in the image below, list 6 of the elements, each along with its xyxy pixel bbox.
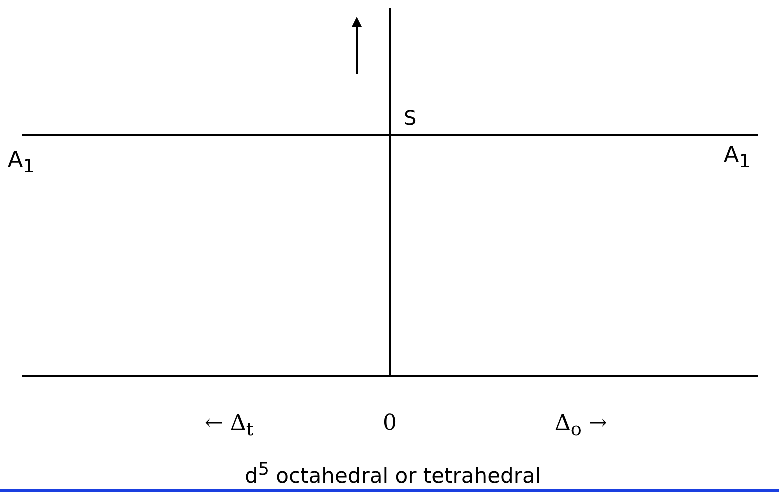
axis-label: Δ$_{o}$ →: [555, 413, 608, 440]
state-label: A$_{1}$: [724, 145, 751, 172]
state-label: S: [404, 108, 417, 128]
state-label: A$_{1}$: [8, 150, 35, 177]
axis-label: 0: [383, 413, 397, 435]
axis-label: ← Δ$_{t}$: [205, 413, 254, 440]
